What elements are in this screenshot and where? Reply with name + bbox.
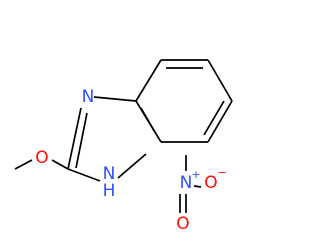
bond-c7a-c3a-inner xyxy=(140,107,157,135)
atom-n-imine: N xyxy=(82,87,95,107)
charge-plus: + xyxy=(191,168,200,181)
bond-c3a-c4 xyxy=(135,59,162,102)
atom-o-methoxy: O xyxy=(35,148,48,168)
bond-c2-n1 xyxy=(67,168,101,182)
bond-c5-c6 xyxy=(207,59,233,102)
bond-methyl-oxygen xyxy=(14,159,33,170)
molecule-structure: N O N H N + O − O xyxy=(14,59,233,234)
bond-oxygen-c2 xyxy=(51,159,69,170)
bond-n1-c7a xyxy=(117,153,147,179)
bond-c6-c7 xyxy=(207,100,233,143)
atom-n-nitro: N xyxy=(180,173,193,193)
bond-c6-c7-inner xyxy=(203,100,225,136)
bond-c2-n3-double-b xyxy=(75,112,88,169)
atom-nh-n: N xyxy=(103,164,116,184)
bond-n3-c3a xyxy=(93,96,137,102)
atom-o-nitro-bottom: O xyxy=(176,214,189,234)
atom-o-nitro-right: O xyxy=(204,173,217,193)
atom-nh-h: H xyxy=(103,181,116,201)
bond-nitro-o-top-a xyxy=(193,185,202,188)
charge-minus: − xyxy=(217,166,226,179)
bond-c2-n3-double-a xyxy=(67,107,82,170)
